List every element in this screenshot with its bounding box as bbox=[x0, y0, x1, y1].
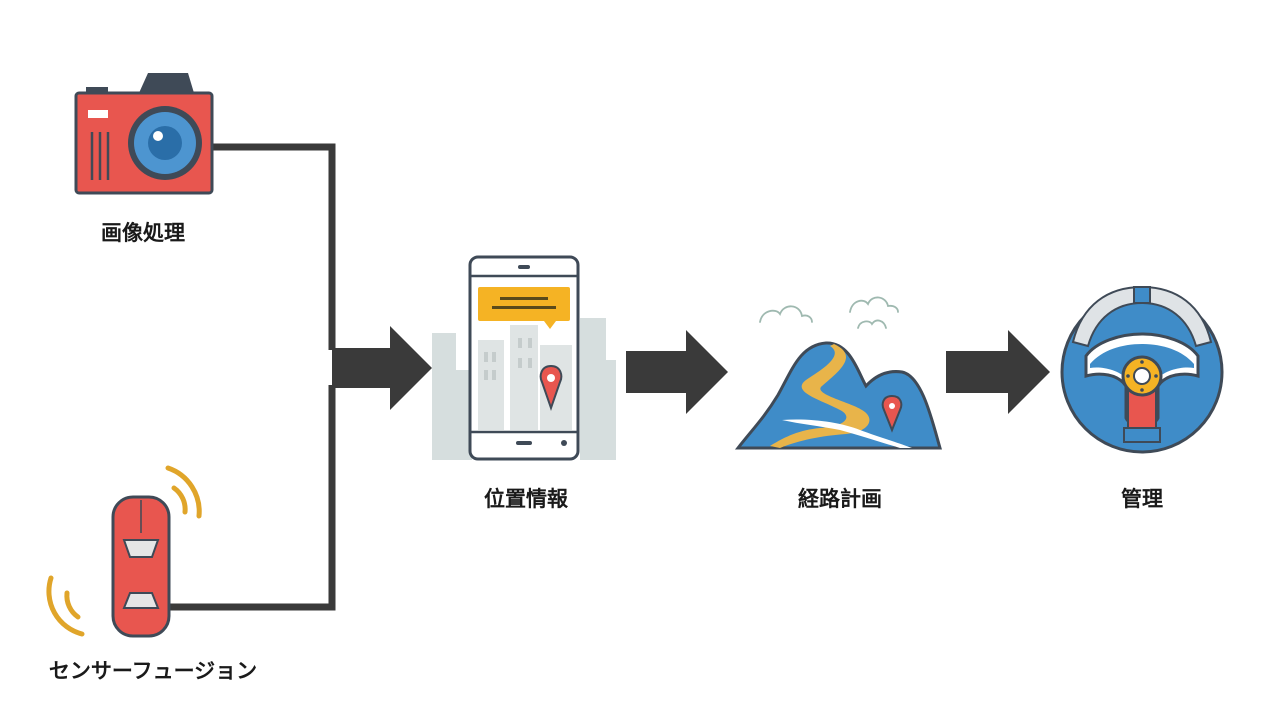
connector-fusion bbox=[168, 385, 336, 611]
steering-wheel-icon bbox=[1060, 285, 1224, 454]
label-route-planning: 経路計画 bbox=[798, 487, 882, 511]
car-sensor-icon bbox=[46, 465, 202, 638]
mountain-route-icon bbox=[734, 296, 942, 450]
label-sensor-fusion: センサーフュージョン bbox=[48, 659, 258, 683]
label-location: 位置情報 bbox=[484, 487, 568, 511]
connector-camera bbox=[210, 143, 336, 350]
connector-lines bbox=[168, 143, 336, 611]
arrow-route-to-control bbox=[946, 330, 1050, 414]
smartphone-map-icon bbox=[432, 255, 616, 461]
label-image-processing: 画像処理 bbox=[101, 221, 185, 245]
camera-icon bbox=[74, 73, 214, 195]
label-control: 管理 bbox=[1121, 487, 1163, 511]
arrow-location-to-route bbox=[626, 330, 728, 414]
arrow-merge bbox=[332, 326, 432, 410]
